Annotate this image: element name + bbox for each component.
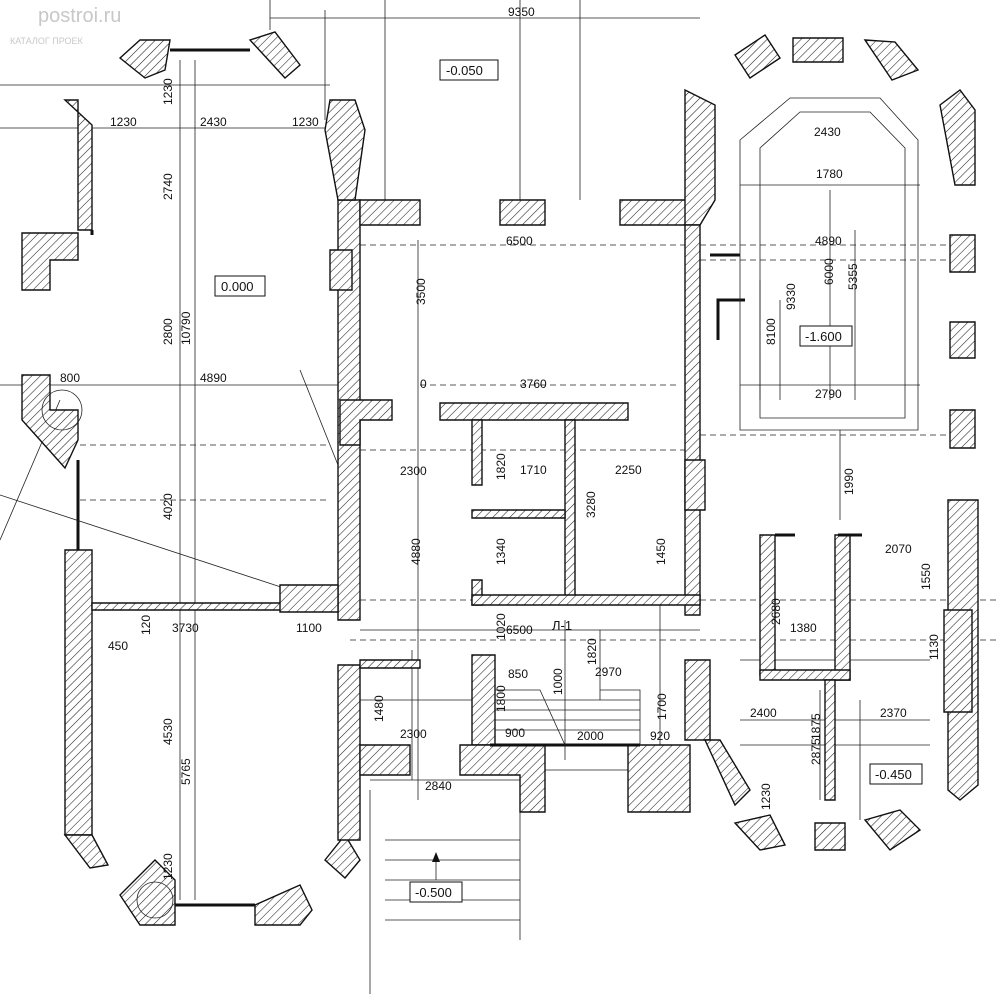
dim-label: 1230 — [292, 115, 319, 129]
dim-label: 2250 — [615, 463, 642, 477]
dim-label: 1990 — [842, 468, 856, 495]
pool-basin — [739, 97, 919, 431]
dim-label: 920 — [650, 729, 670, 743]
dim-label: 2370 — [880, 706, 907, 720]
watermark: postroi.ru КАТАЛОГ ПРОЕК — [10, 5, 121, 46]
dim-label: 1000 — [551, 668, 565, 695]
dim-label: 3500 — [414, 278, 428, 305]
right-wing-walls — [703, 34, 979, 851]
dim-label: 1230 — [161, 78, 175, 105]
dim-label: 4890 — [815, 234, 842, 248]
level-main-hall: 0.000 — [221, 279, 254, 294]
dim-label: 1800 — [494, 685, 508, 712]
dim-label: 120 — [139, 615, 153, 635]
dim-label: 2070 — [885, 542, 912, 556]
level-pool: -1.600 — [805, 329, 842, 344]
center-walls — [329, 88, 716, 813]
dim-label: 4020 — [161, 493, 175, 520]
dim-label: 1875 — [809, 713, 823, 740]
dim-label: 3730 — [172, 621, 199, 635]
dim-label: 6500 — [506, 234, 533, 248]
dim-label: 1820 — [494, 453, 508, 480]
level-box-garage — [869, 763, 923, 785]
dim-label: 8100 — [764, 318, 778, 345]
left-hall-walls — [21, 31, 366, 926]
dim-label: 2430 — [814, 125, 841, 139]
dim-label: 1230 — [110, 115, 137, 129]
dim-label: 2800 — [161, 318, 175, 345]
dim-label: 2300 — [400, 727, 427, 741]
dim-label: 850 — [508, 667, 528, 681]
dim-label: 1340 — [494, 538, 508, 565]
level-box-entrance — [409, 881, 463, 903]
dim-label: 1820 — [585, 638, 599, 665]
dim-label: 4530 — [161, 718, 175, 745]
dim-label: 1020 — [494, 613, 508, 640]
dim-label: 1780 — [816, 167, 843, 181]
dim-label: 6000 — [822, 258, 836, 285]
dim-label: 4880 — [409, 538, 423, 565]
dim-label: 1130 — [927, 634, 941, 660]
dim-label: 2740 — [161, 173, 175, 200]
dim-label: 5765 — [179, 758, 193, 785]
dim-label: 10790 — [179, 311, 193, 345]
watermark-tagline: КАТАЛОГ ПРОЕК — [10, 36, 84, 46]
dim-label: 1230 — [759, 783, 773, 810]
dim-label: 2000 — [577, 729, 604, 743]
dim-label: 2970 — [595, 665, 622, 679]
dim-label: 1480 — [372, 695, 386, 722]
dim-label: 1550 — [919, 563, 933, 590]
dim-label: 900 — [505, 726, 525, 740]
level-box-top — [439, 59, 499, 81]
dim-label: 4890 — [200, 371, 227, 385]
dim-label: 800 — [60, 371, 80, 385]
level-box-hall — [214, 275, 266, 297]
dim-label: 450 — [108, 639, 128, 653]
dim-label: 5355 — [846, 263, 860, 290]
dim-label: 1380 — [790, 621, 817, 635]
dim-label: 2875 — [809, 738, 823, 765]
dim-label: 2840 — [425, 779, 452, 793]
level-center-top: -0.050 — [446, 63, 483, 78]
dim-label: 1700 — [655, 693, 669, 720]
level-markers: -0.050 0.000 -1.600 -0.450 -0.500 Л-1 — [214, 59, 923, 903]
dim-label: 2400 — [750, 706, 777, 720]
watermark-site: postroi.ru — [38, 5, 121, 27]
dim-label: 2790 — [815, 387, 842, 401]
dim-label: 1710 — [520, 463, 547, 477]
dim-label: 9330 — [784, 283, 798, 310]
dimension-labels: 9350 1230 1230 2430 1230 2740 2800 10790… — [60, 5, 941, 880]
dim-label: 1100 — [296, 621, 322, 635]
dim-label: 2680 — [769, 598, 783, 625]
dim-label: 0 — [420, 377, 427, 391]
dim-label: 9350 — [508, 5, 535, 19]
dim-label: 6500 — [506, 623, 533, 637]
level-box-pool — [799, 325, 853, 347]
dim-label: 1230 — [161, 853, 175, 880]
entrance-arrow-icon — [432, 852, 440, 880]
dim-label: 3760 — [520, 377, 547, 391]
dim-label: 1450 — [654, 538, 668, 565]
dim-label: 3280 — [584, 491, 598, 518]
dim-label: 2300 — [400, 464, 427, 478]
stair-label: Л-1 — [552, 618, 572, 633]
level-garage: -0.450 — [875, 767, 912, 782]
dim-label: 2430 — [200, 115, 227, 129]
level-entrance: -0.500 — [415, 885, 452, 900]
